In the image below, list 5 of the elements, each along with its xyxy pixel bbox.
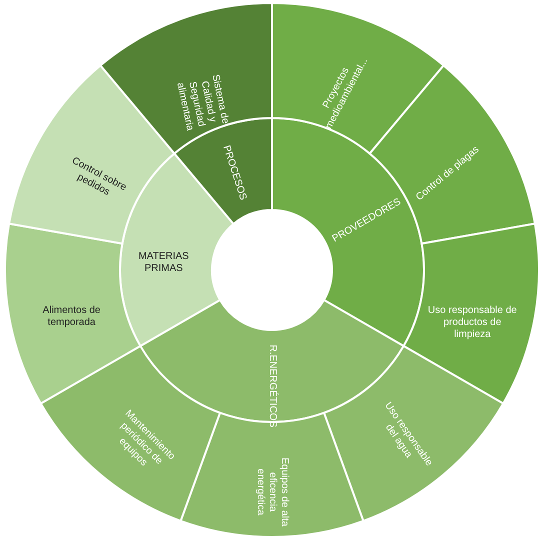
- segment-label: Equipos de alta eficencia energética: [254, 456, 290, 528]
- segment-label: Uso responsable de productos de limpieza: [426, 305, 518, 342]
- segment-label: Sistema de Calidad y Seguridad alimentaria: [174, 72, 232, 134]
- segment-label: MATERIAS PRIMAS: [137, 250, 190, 275]
- segment-label: Alimentos de temporada: [42, 305, 102, 330]
